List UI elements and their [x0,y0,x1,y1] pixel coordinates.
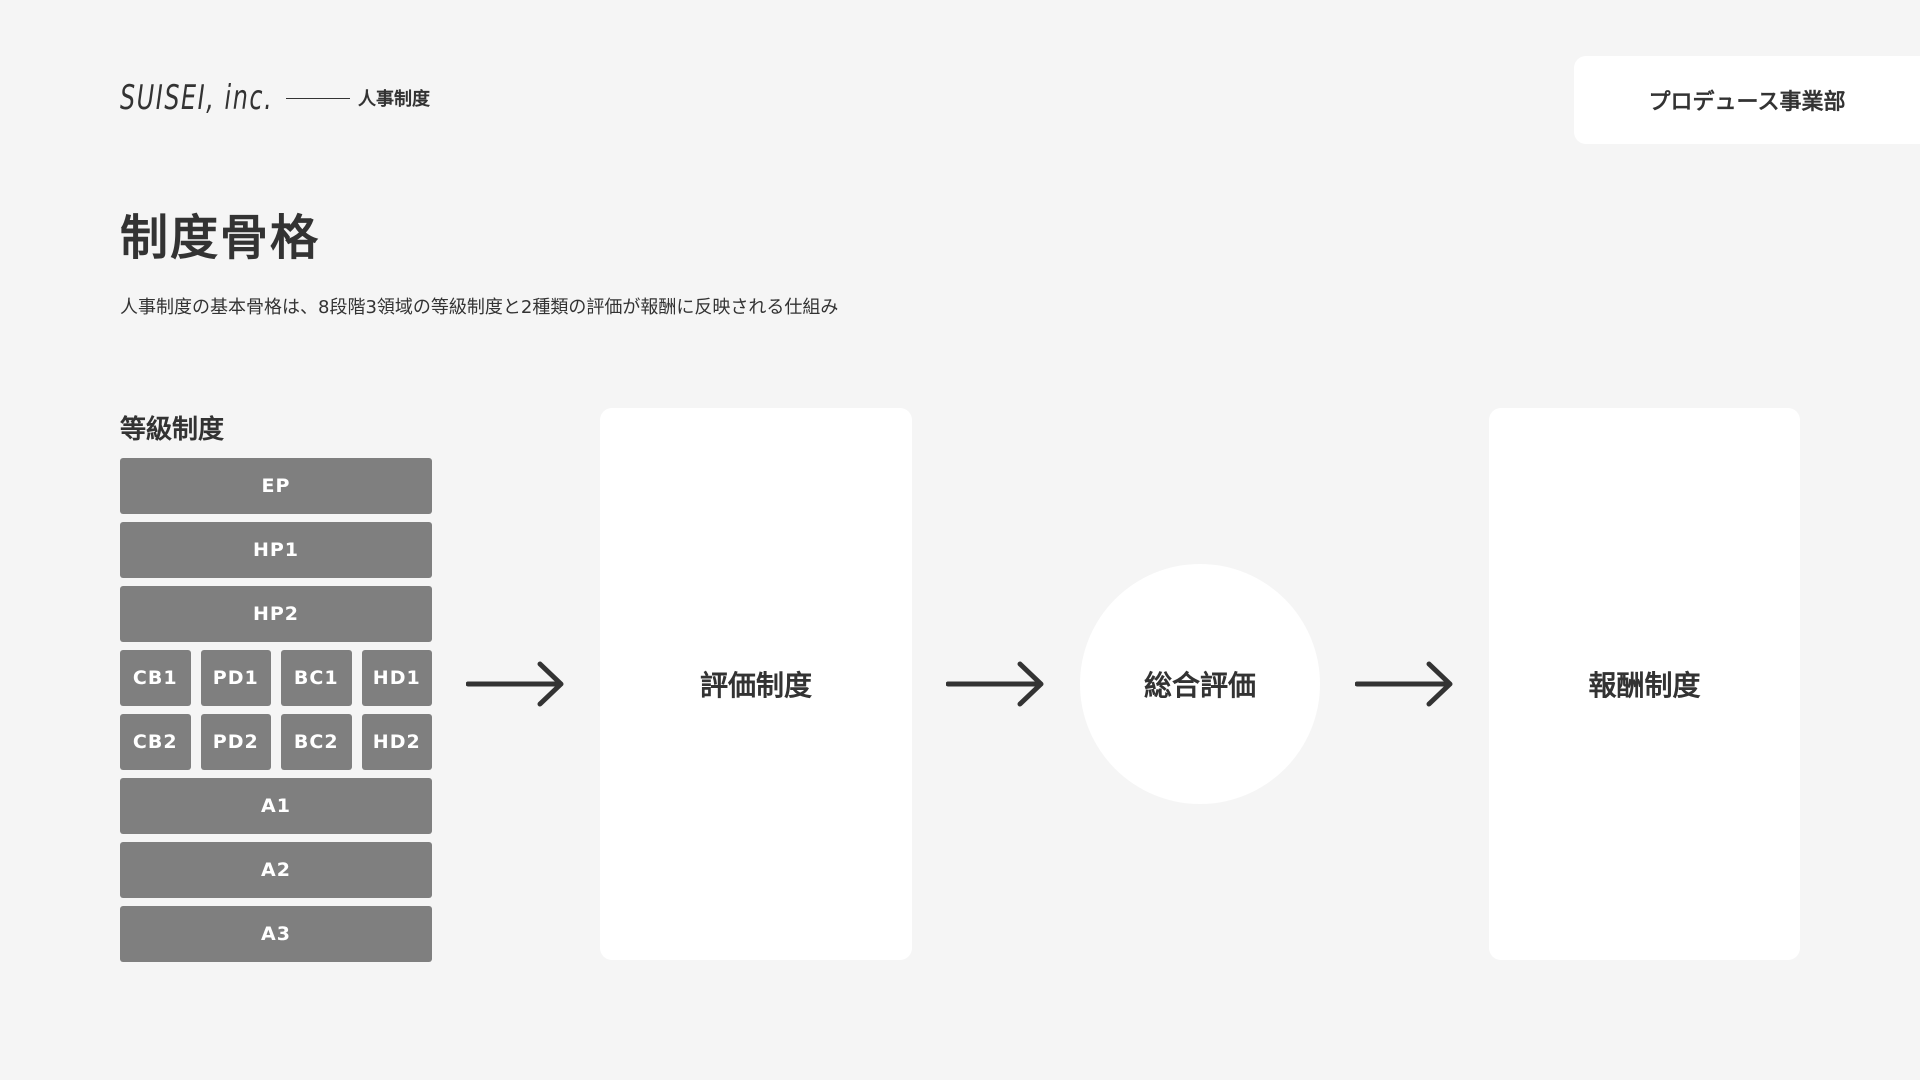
grade-pd2: PD2 [200,714,271,770]
grade-a3: A3 [120,906,432,962]
grade-row-level-1: CB1 PD1 BC1 HD1 [120,650,432,706]
overall-evaluation-label: 総合評価 [1143,669,1256,702]
grade-a1: A1 [120,778,432,834]
grade-system-label: 等級制度 [120,415,225,445]
grade-hp1: HP1 [120,522,432,578]
department-badge: プロデュース事業部 [1574,56,1920,144]
arrow-right-icon [466,661,564,707]
logo-wrap: SUISEI, inc. [120,76,280,120]
grade-row-level-2: CB2 PD2 BC2 HD2 [120,714,432,770]
grade-row-ep: EP [120,458,432,514]
grade-bc2: BC2 [281,714,352,770]
company-logo: SUISEI, inc. [120,78,274,118]
evaluation-system-card: 評価制度 [600,408,912,960]
grade-hd1: HD1 [361,650,432,706]
grade-hp2: HP2 [120,586,432,642]
overall-evaluation-circle: 総合評価 [1080,564,1320,804]
compensation-system-card: 報酬制度 [1489,408,1800,960]
compensation-system-label: 報酬制度 [1588,669,1701,702]
header-subtitle: 人事制度 [358,89,430,110]
grade-cb1: CB1 [120,650,191,706]
page-title: 制度骨格 [120,210,321,266]
arrow-right-icon [1355,661,1453,707]
grade-row-a2: A2 [120,842,432,898]
grade-hd2: HD2 [361,714,432,770]
grade-cb2: CB2 [120,714,191,770]
header-divider [286,97,350,99]
grade-system-stack: EP HP1 HP2 CB1 PD1 BC1 HD1 CB2 PD2 BC2 H… [120,458,432,970]
grade-row-a3: A3 [120,906,432,962]
grade-ep: EP [120,458,432,514]
arrow-right-icon [946,661,1044,707]
grade-row-hp2: HP2 [120,586,432,642]
grade-pd1: PD1 [200,650,271,706]
page-description: 人事制度の基本骨格は、8段階3領域の等級制度と2種類の評価が報酬に反映される仕組… [120,297,839,318]
grade-a2: A2 [120,842,432,898]
header: SUISEI, inc. 人事制度 [120,76,430,120]
grade-bc1: BC1 [281,650,352,706]
grade-row-a1: A1 [120,778,432,834]
grade-row-hp1: HP1 [120,522,432,578]
evaluation-system-label: 評価制度 [699,669,812,702]
